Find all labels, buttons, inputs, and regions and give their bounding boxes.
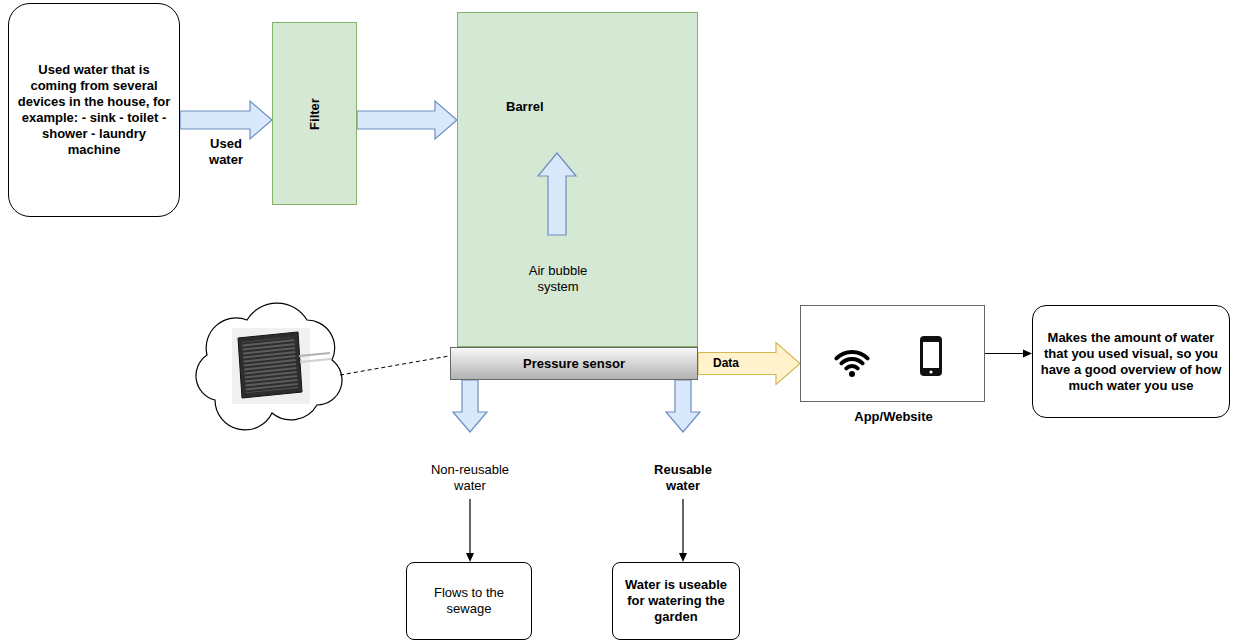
source-box: Used water that is coming from several d… xyxy=(8,3,180,217)
leader-line xyxy=(340,356,449,375)
label-holder: Non-reusable water xyxy=(414,462,526,494)
phone-icon xyxy=(920,336,942,376)
block-arrow xyxy=(180,101,272,139)
sensor-wire xyxy=(300,359,331,362)
arrow-line xyxy=(682,499,683,553)
edge-label: Non-reusable water xyxy=(431,462,509,493)
node-text: Flows to the sewage xyxy=(413,585,525,617)
node-text: Air bubble system xyxy=(529,263,588,294)
node-text: Water is useable for watering the garden xyxy=(619,577,733,625)
sensor-photo-ground xyxy=(232,328,310,404)
info-box: Makes the amount of water that you used … xyxy=(1032,305,1230,418)
arrow-head xyxy=(679,553,687,562)
label-holder: Used water xyxy=(201,136,251,168)
connector xyxy=(180,101,272,139)
text-holder: Air bubble system xyxy=(513,263,603,295)
node-text: App/Website xyxy=(854,409,933,424)
connector xyxy=(698,343,800,385)
edge-label: Data xyxy=(712,356,740,370)
connector xyxy=(357,101,457,139)
sensor-pad xyxy=(238,332,302,398)
pressure-sensor-bar: Pressure sensor xyxy=(450,347,698,380)
block-arrow xyxy=(698,343,800,385)
sewage-box: Flows to the sewage xyxy=(406,562,532,640)
node-text: Barrel xyxy=(506,99,544,114)
cloud-callout xyxy=(196,303,342,430)
arrow-line xyxy=(985,353,1023,354)
filter-box: Filter xyxy=(272,22,357,205)
wifi-icon xyxy=(836,352,867,377)
app-box: App/Website xyxy=(800,305,985,402)
node-text: Makes the amount of water that you used … xyxy=(1039,330,1223,394)
connector xyxy=(985,350,1032,358)
edge-label: Reusable water xyxy=(654,462,712,493)
label-holder: Reusable water xyxy=(642,462,724,494)
barrel-box: BarrelAir bubble system xyxy=(457,12,698,347)
air-bubble-arrow xyxy=(538,153,576,235)
block-arrow xyxy=(357,101,457,139)
node-text: Pressure sensor xyxy=(523,356,625,372)
arrow-head xyxy=(466,553,474,562)
node-text: Used water that is coming from several d… xyxy=(15,62,173,158)
arrow-line xyxy=(469,499,470,553)
block-arrow xyxy=(666,380,700,432)
arrow-head xyxy=(1023,350,1032,358)
block-arrow xyxy=(453,380,487,432)
sensor-pad-traces xyxy=(242,337,298,393)
node-text: Filter xyxy=(306,98,322,130)
garden-box: Water is useable for watering the garden xyxy=(612,562,740,640)
text-holder: Barrel xyxy=(506,99,566,115)
label-holder: Data xyxy=(706,356,746,371)
sensor-wire xyxy=(299,353,330,356)
text-holder: App/Website xyxy=(801,409,986,425)
edge-label: Used water xyxy=(209,136,243,167)
